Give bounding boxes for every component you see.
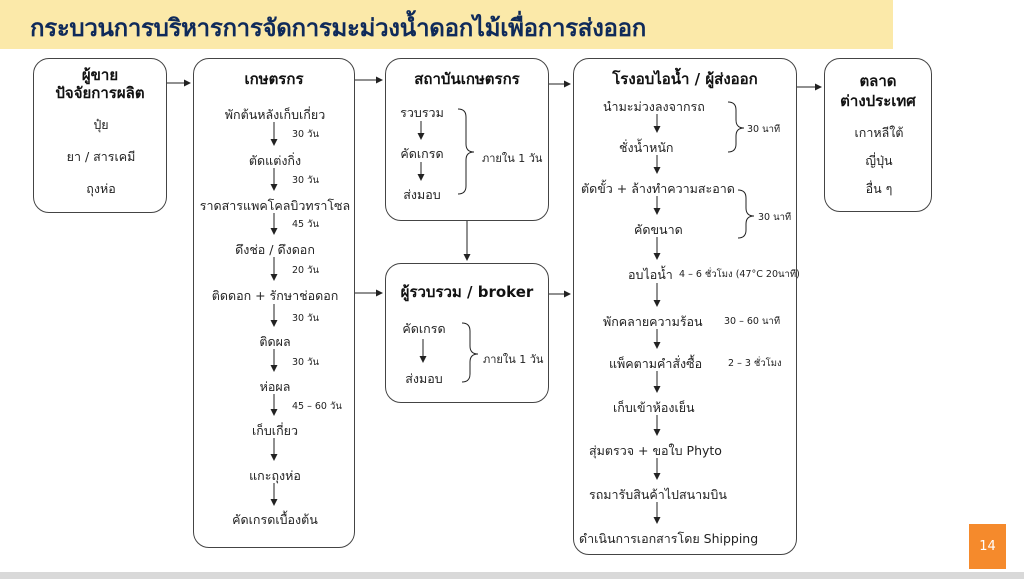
factory-step: แพ็คตามคำสั่งซื้อ — [609, 356, 703, 371]
factory-pack-detail: 2 – 3 ชั่วโมง — [728, 358, 782, 369]
factory-step: ตัดขั้ว + ล้างทำความสะอาด — [581, 181, 735, 196]
farmer-duration: 30 วัน — [292, 357, 319, 368]
broker-title: ผู้รวบรวม / broker — [400, 283, 534, 301]
market-box: ตลาด ต่างประเทศ เกาหลีใต้ ญี่ปุ่น อื่น ๆ — [824, 58, 932, 212]
broker-note: ภายใน 1 วัน — [483, 353, 544, 366]
farmer-step: คัดเกรดเบื้องต้น — [232, 512, 318, 527]
factory-step: ดำเนินการเอกสารโดย Shipping — [579, 531, 759, 546]
title-bar: กระบวนการบริหารการจัดการมะม่วงน้ำดอกไม้เ… — [0, 0, 893, 49]
factory-step: รถมารับสินค้าไปสนามบิน — [589, 487, 727, 502]
factory-bracket-unload — [727, 101, 745, 153]
market-title-line1: ตลาด — [859, 72, 897, 90]
factory-step: นำมะม่วงลงจากรถ — [603, 99, 705, 114]
market-item-others: อื่น ๆ — [865, 181, 893, 196]
factory-box: โรงอบไอน้ำ / ผู้ส่งออก — [573, 58, 797, 555]
factory-step: สุ่มตรวจ + ขอใบ Phyto — [589, 443, 722, 458]
supplier-item-fertilizer: ปุ๋ย — [93, 117, 109, 132]
farmer-step: ห่อผล — [259, 379, 291, 394]
supplier-item-chemicals: ยา / สารเคมี — [66, 149, 136, 164]
institute-bracket — [457, 108, 475, 195]
institute-step: รวบรวม — [400, 105, 444, 120]
factory-step: ชั่งน้ำหนัก — [619, 140, 674, 155]
farmer-title: เกษตรกร — [244, 70, 304, 88]
factory-step: เก็บเข้าห้องเย็น — [613, 400, 695, 415]
farmer-duration: 30 วัน — [292, 175, 319, 186]
farmer-step: ดึงช่อ / ดึงดอก — [235, 242, 315, 257]
factory-step: อบไอน้ำ — [628, 267, 673, 282]
factory-title: โรงอบไอน้ำ / ผู้ส่งออก — [612, 70, 758, 88]
farmer-step: ติดดอก + รักษาช่อดอก — [211, 288, 339, 303]
farmer-duration: 30 วัน — [292, 313, 319, 324]
institute-box: สถาบันเกษตรกร รวบรวม คัดเกรด ส่งมอบ ภายใ… — [385, 58, 549, 221]
factory-step: พักคลายความร้อน — [603, 314, 703, 329]
factory-cool-detail: 30 – 60 นาที — [724, 316, 781, 327]
broker-step: ส่งมอบ — [405, 371, 443, 386]
farmer-duration: 20 วัน — [292, 265, 319, 276]
market-title-line2: ต่างประเทศ — [840, 92, 916, 110]
factory-bracket-cut — [737, 189, 755, 239]
farmer-step: เก็บเกี่ยว — [252, 423, 298, 438]
farmer-step: พักต้นหลังเก็บเกี่ยว — [224, 107, 326, 122]
supplier-item-bags: ถุงห่อ — [86, 181, 116, 196]
broker-step: คัดเกรด — [402, 321, 446, 336]
market-item-korea: เกาหลีใต้ — [854, 125, 904, 140]
farmer-box: เกษตรกร พักต้นหลังเก็บเกี่ยว 30 วัน ตัดแ… — [193, 58, 355, 548]
farmer-duration: 30 วัน — [292, 129, 319, 140]
page-number: 14 — [969, 524, 1006, 569]
supplier-title-line1: ผู้ขาย — [81, 66, 119, 84]
farmer-duration: 45 วัน — [292, 219, 319, 230]
slide-title: กระบวนการบริหารการจัดการมะม่วงน้ำดอกไม้เ… — [30, 14, 646, 42]
factory-unload-note: 30 นาที — [747, 124, 781, 135]
broker-bracket — [461, 322, 479, 383]
supplier-box: ผู้ขาย ปัจจัยการผลิต ปุ๋ย ยา / สารเคมี ถ… — [33, 58, 167, 213]
factory-steam-detail: 4 – 6 ชั่วโมง (47°C 20นาที) — [679, 269, 800, 280]
market-item-japan: ญี่ปุ่น — [865, 153, 893, 168]
bottom-strip — [0, 572, 1024, 579]
broker-box: ผู้รวบรวม / broker คัดเกรด ส่งมอบ ภายใน … — [385, 263, 549, 403]
institute-step: ส่งมอบ — [403, 187, 441, 202]
institute-step: คัดเกรด — [400, 146, 444, 161]
farmer-step: ราดสารแพคโคลบิวทราโซล — [199, 198, 351, 213]
farmer-duration: 45 – 60 วัน — [292, 401, 342, 412]
institute-title: สถาบันเกษตรกร — [414, 70, 520, 88]
factory-step: คัดขนาด — [634, 222, 683, 237]
institute-note: ภายใน 1 วัน — [482, 152, 543, 165]
supplier-title-line2: ปัจจัยการผลิต — [55, 84, 145, 102]
factory-cut-note: 30 นาที — [758, 212, 792, 223]
farmer-step: ตัดแต่งกิ่ง — [248, 153, 302, 168]
farmer-step: ติดผล — [259, 334, 291, 349]
farmer-step: แกะถุงห่อ — [249, 468, 301, 483]
